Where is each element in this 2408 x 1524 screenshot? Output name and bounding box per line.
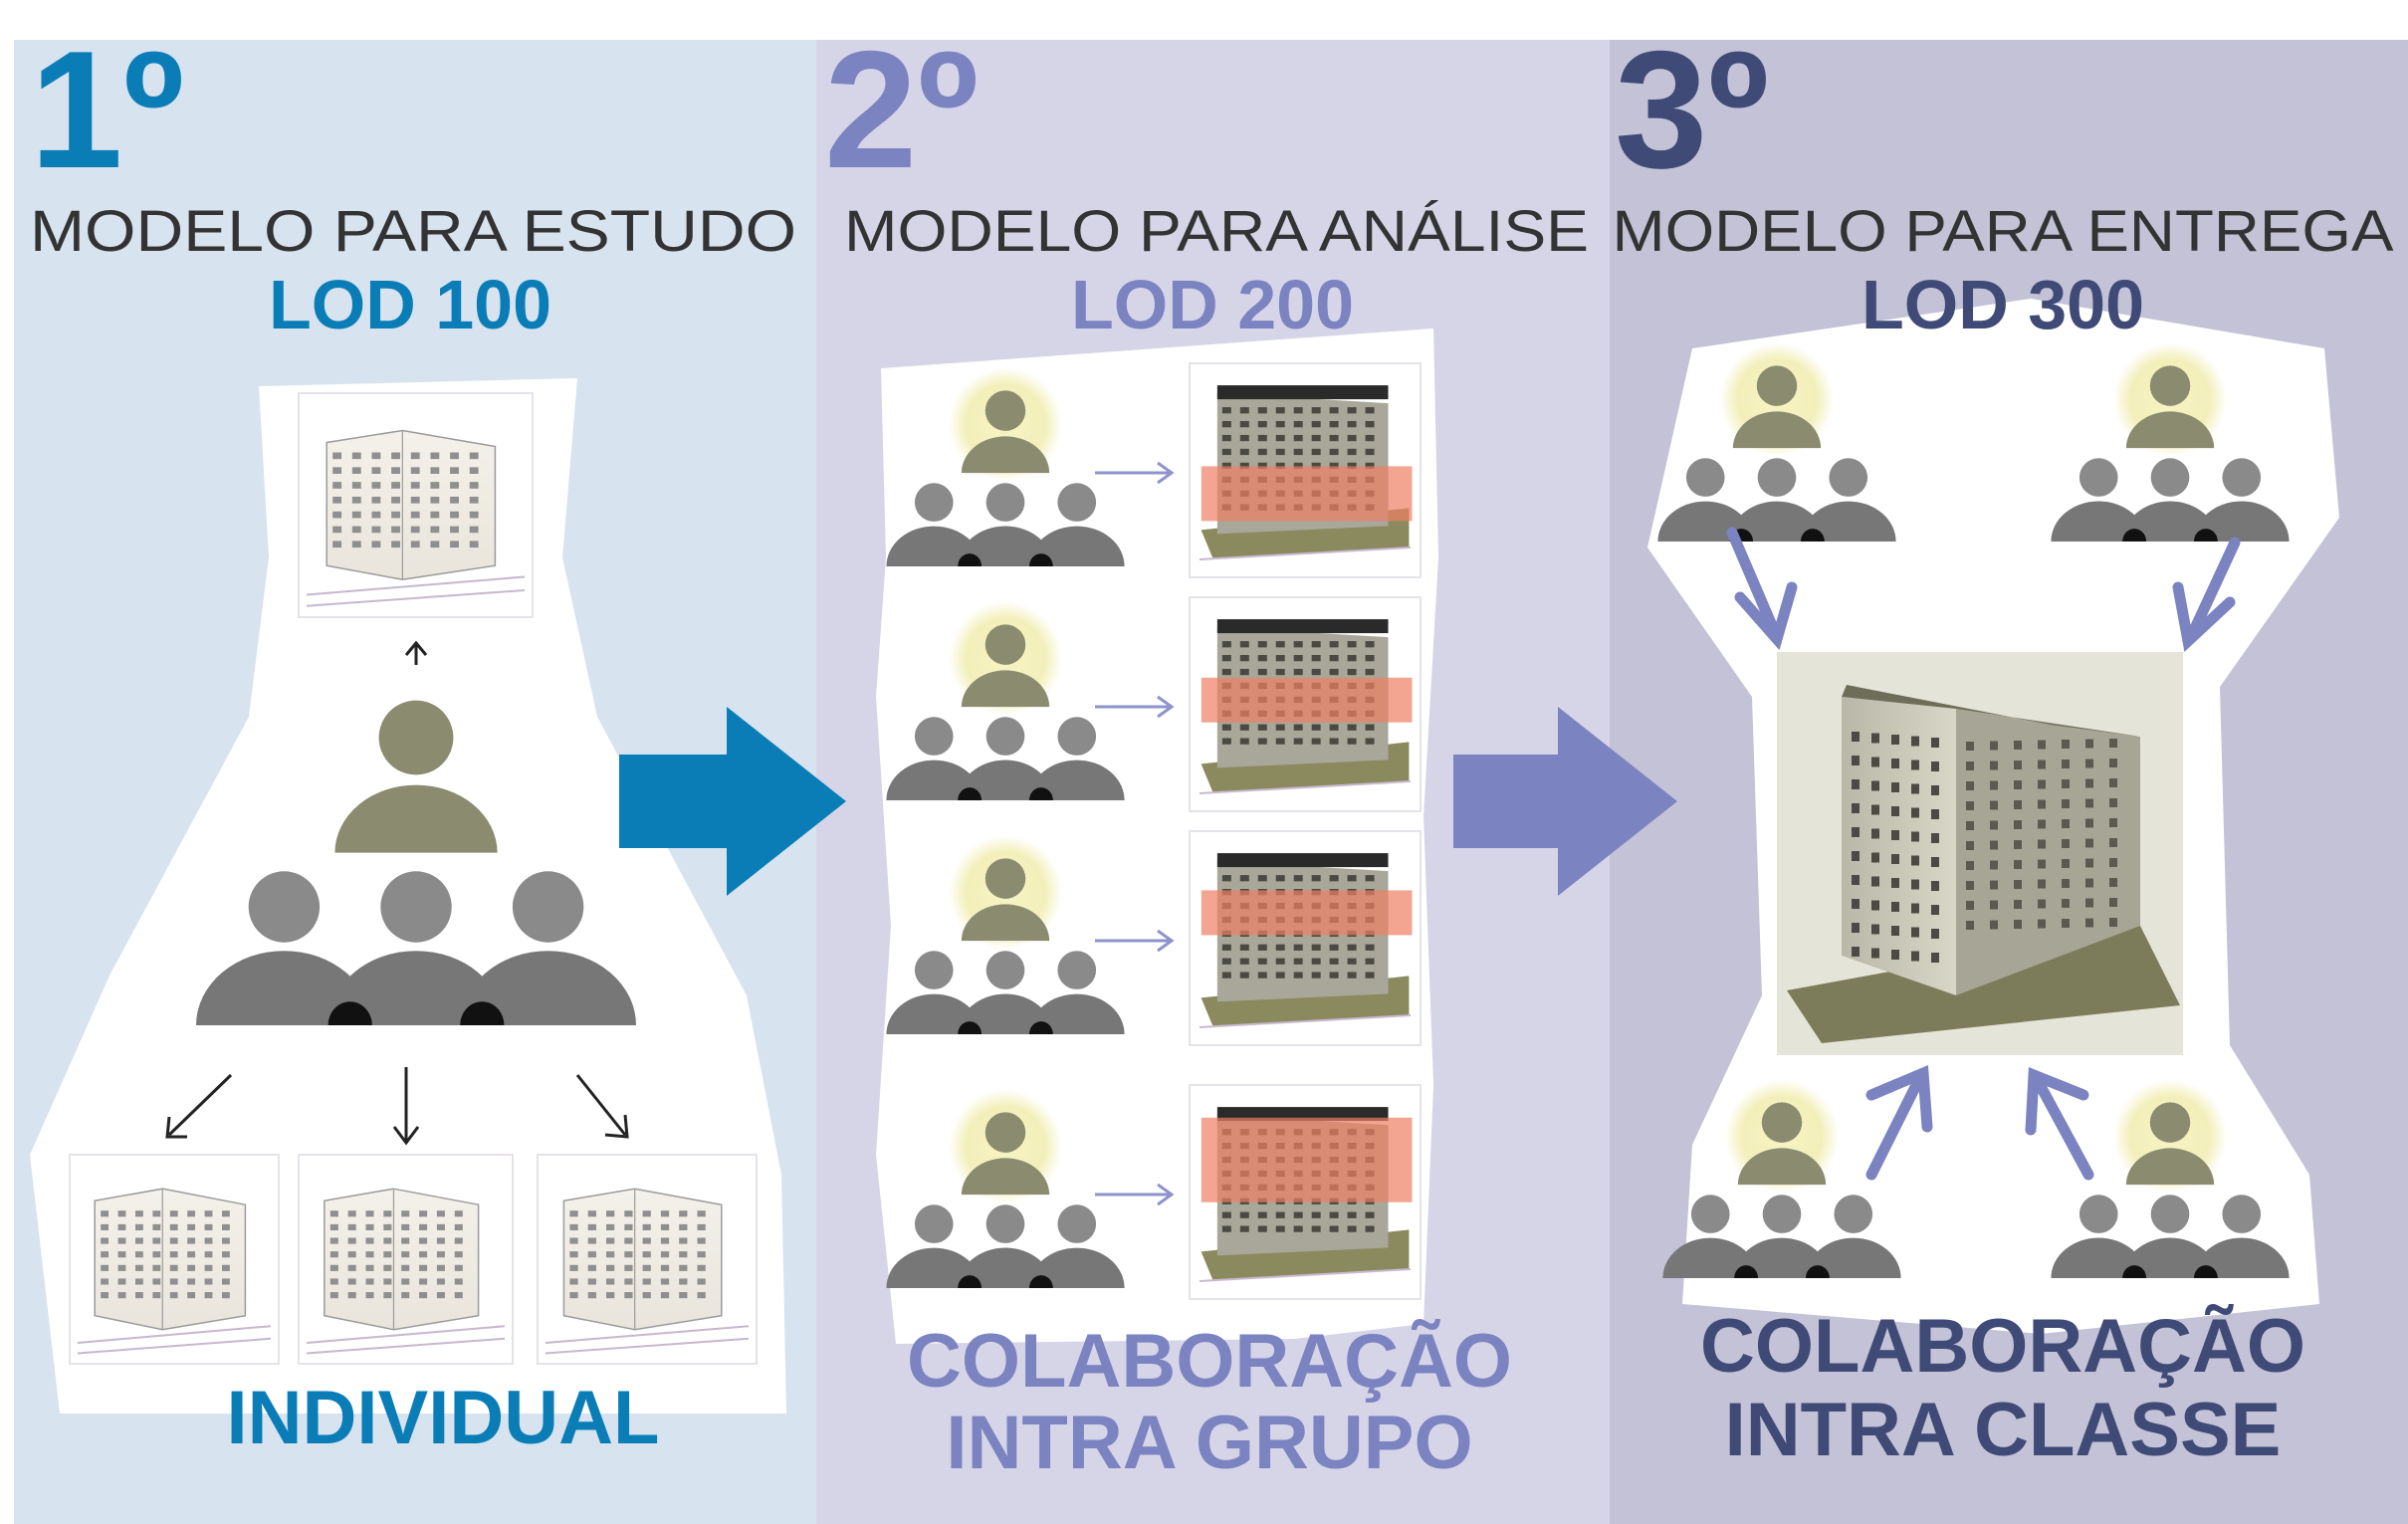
arrow-right-icon xyxy=(619,707,846,896)
group-row xyxy=(886,596,1422,812)
building-icon xyxy=(1189,362,1422,578)
team-icon xyxy=(886,1089,1125,1288)
stage-1-header: 1º MODELO PARA ESTUDO LOD 100 xyxy=(30,16,796,343)
team-icon xyxy=(886,601,1125,800)
arrow-right-icon xyxy=(1453,707,1677,896)
stage-1-caption: INDIVIDUAL xyxy=(227,1376,660,1460)
building-icon xyxy=(298,392,534,618)
stage-3-lod: LOD 300 xyxy=(1861,266,2144,343)
stage-3-number: 3º xyxy=(1615,16,1769,203)
group-row xyxy=(886,830,1422,1046)
building-icon xyxy=(1189,830,1422,1046)
stage-2-caption-line-2: INTRA GRUPO xyxy=(946,1401,1472,1485)
stage-2-number: 2º xyxy=(824,16,979,203)
team-icon xyxy=(1657,342,1896,542)
stage-3-subtitle: MODELO PARA ENTREGA xyxy=(1613,199,2394,264)
building-icon xyxy=(1189,1084,1422,1300)
stage-2-caption-line-1: COLABORAÇÃO xyxy=(907,1319,1512,1404)
team-icon xyxy=(2051,1079,2290,1278)
stage-2-lod: LOD 200 xyxy=(1071,266,1354,343)
stage-2-header: 2º MODELO PARA ANÁLISE LOD 200 xyxy=(824,16,1589,343)
team-icon xyxy=(886,367,1125,566)
stage-1-number: 1º xyxy=(30,16,184,203)
stage-1-lod: LOD 100 xyxy=(269,266,551,343)
stage-1-subtitle: MODELO PARA ESTUDO xyxy=(30,199,796,264)
group-row xyxy=(886,1084,1422,1300)
stage-3-model xyxy=(1777,652,2183,1055)
arrow-right-icon xyxy=(1095,461,1175,485)
team-icon xyxy=(196,700,636,1025)
building-icon xyxy=(537,1154,758,1365)
team-icon xyxy=(1662,1079,1901,1278)
stage-1-arrows xyxy=(165,640,629,1146)
team-icon xyxy=(886,835,1125,1034)
arrow-right-icon xyxy=(1095,1183,1175,1206)
team-icon xyxy=(2051,342,2290,542)
building-icon xyxy=(1842,697,1956,995)
stage-2-subtitle: MODELO PARA ANÁLISE xyxy=(844,199,1589,264)
arrow-right-icon xyxy=(1095,695,1175,719)
building-icon xyxy=(69,1154,280,1365)
building-icon xyxy=(1189,596,1422,812)
arrow-right-icon xyxy=(1095,929,1175,953)
group-row xyxy=(886,362,1422,578)
stage-3-caption-line-2: INTRA CLASSE xyxy=(1725,1388,2282,1472)
stage-3-arrows xyxy=(1726,527,2241,1181)
team-icon xyxy=(196,700,636,1025)
building-icon xyxy=(298,1154,514,1365)
stage-3-header: 3º MODELO PARA ENTREGA LOD 300 xyxy=(1613,16,2394,343)
stage-3-caption-line-1: COLABORAÇÃO xyxy=(1700,1304,2305,1389)
